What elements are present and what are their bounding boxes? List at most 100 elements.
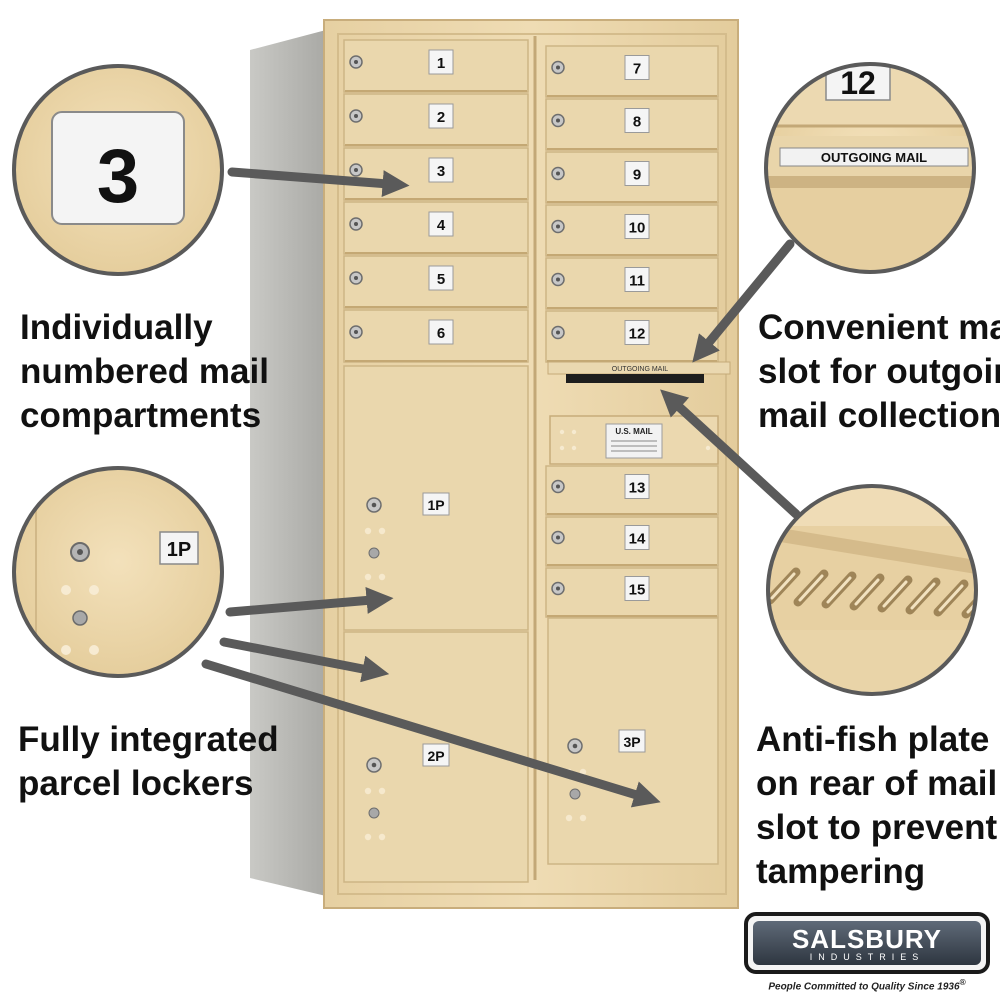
door-number: 10 (629, 220, 646, 237)
lock-icon[interactable] (551, 166, 565, 181)
parcel-label: 2P (427, 748, 444, 764)
door-number-plate (624, 267, 650, 292)
door-number: 12 (629, 326, 646, 343)
door-number: 4 (437, 217, 446, 234)
mail-door[interactable]: 4 (343, 201, 529, 255)
parcel-locker-door[interactable]: 1P (343, 365, 529, 631)
zoom-callout-door-number: 3 (12, 64, 224, 276)
zoom-outgoing-label-text: OUTGOING MAIL (821, 150, 927, 165)
door-number: 15 (629, 582, 646, 599)
door-number-plate (624, 525, 650, 550)
door-number: 5 (437, 271, 445, 288)
lock-icon[interactable] (551, 272, 565, 287)
logo-tagline: People Committed to Quality Since 1936® (768, 977, 966, 993)
door-number-plate (428, 103, 454, 129)
door-number-plate (428, 319, 454, 345)
door-number-plate (428, 49, 454, 75)
lock-icon[interactable] (551, 219, 565, 234)
door-number: 3 (437, 163, 445, 180)
parcel-label: 3P (623, 734, 640, 750)
usps-access-door: U.S. MAIL (549, 415, 719, 465)
mail-door[interactable]: 1 (343, 39, 529, 93)
parcel-label: 1P (427, 497, 444, 513)
door-number-plate (624, 320, 650, 345)
zoom-number-plate (51, 111, 185, 225)
mail-door[interactable]: 5 (343, 255, 529, 309)
door-number-plate (624, 55, 650, 80)
outgoing-mail-slot[interactable]: OUTGOING MAIL (547, 361, 731, 383)
parcel-label-plate (618, 729, 646, 753)
mail-door[interactable]: 13 (545, 465, 719, 516)
door-number-plate (624, 108, 650, 133)
zoom-parcel-label-text: 1P (167, 539, 191, 561)
door-number: 13 (629, 480, 646, 497)
caption-parcel-lockers: Fully integrated parcel lockers (18, 720, 279, 803)
mail-door[interactable]: 9 (545, 151, 719, 204)
parcel-lock-icon[interactable] (567, 738, 583, 754)
door-number-plate (624, 474, 650, 499)
zoom-number-text: 3 (97, 134, 139, 219)
zoom-door-number-text: 12 (840, 65, 876, 101)
door-number: 9 (633, 167, 641, 184)
mail-door[interactable]: 8 (545, 98, 719, 151)
arrow-to-door-number (227, 167, 410, 198)
lock-icon[interactable] (551, 479, 565, 494)
arrow-to-outgoing-slot (692, 239, 795, 363)
door-number-plate (624, 576, 650, 601)
usps-label-text: U.S. MAIL (615, 427, 652, 436)
lock-icon[interactable] (551, 530, 565, 545)
caption-outgoing-slot: Convenient mail slot for outgoing mail c… (758, 308, 1000, 435)
parcel-label-plate (422, 743, 450, 767)
door-number: 7 (633, 61, 641, 78)
mail-door[interactable]: 6 (343, 309, 529, 363)
parcel-lock-icon[interactable] (366, 497, 382, 513)
mailbox-inner-bezel (337, 33, 727, 895)
arrow-to-parcel-3p (201, 659, 661, 808)
mail-door[interactable]: 12 (545, 310, 719, 363)
salsbury-logo: SALSBURY INDUSTRIES (744, 912, 990, 974)
door-number: 2 (437, 109, 445, 126)
door-number-plate (428, 211, 454, 237)
doors-right-column: 7 8 9 10 11 12 (545, 45, 719, 363)
zoom-callout-outgoing-slot: 12 OUTGOING MAIL (764, 62, 976, 274)
mail-door[interactable]: 11 (545, 257, 719, 310)
arrow-to-anti-fish-plate (660, 389, 801, 519)
logo-subtitle: INDUSTRIES (809, 952, 925, 962)
lock-icon[interactable] (349, 271, 363, 285)
mail-door[interactable]: 3 (343, 147, 529, 201)
lock-icon[interactable] (551, 325, 565, 340)
mail-door[interactable]: 10 (545, 204, 719, 257)
outgoing-mail-slot-label: OUTGOING MAIL (612, 366, 669, 373)
arrow-to-parcel-1p (225, 587, 394, 617)
lock-icon[interactable] (349, 325, 363, 339)
mail-door[interactable]: 7 (545, 45, 719, 98)
logo-name: SALSBURY (791, 924, 943, 954)
door-number: 1 (437, 55, 445, 72)
lock-icon[interactable] (551, 113, 565, 128)
lock-icon[interactable] (349, 217, 363, 231)
door-number-plate (428, 265, 454, 291)
door-number: 11 (629, 273, 645, 290)
door-number-plate (428, 157, 454, 183)
lock-icon[interactable] (551, 581, 565, 596)
parcel-lock-icon[interactable] (366, 757, 382, 773)
lock-icon[interactable] (349, 55, 363, 69)
doors-lower-right-column: 13 14 15 (545, 465, 719, 618)
arrow-to-parcel-2p (219, 637, 390, 683)
mail-door[interactable]: 14 (545, 516, 719, 567)
lock-icon[interactable] (349, 109, 363, 123)
lock-icon[interactable] (349, 163, 363, 177)
mail-door[interactable]: 2 (343, 93, 529, 147)
lock-icon[interactable] (551, 60, 565, 75)
caption-numbered-compartments: Individually numbered mail compartments (20, 308, 269, 435)
zoom-callout-parcel-locker: 1P (12, 466, 224, 678)
parcel-label-plate (422, 492, 450, 516)
doors-left-column: 1 2 3 4 5 6 (343, 39, 529, 363)
door-number: 6 (437, 325, 445, 342)
mail-door[interactable]: 15 (545, 567, 719, 618)
callout-arrows (201, 167, 801, 808)
zoom-outgoing-label-plate (779, 147, 969, 167)
caption-anti-fish-plate: Anti-fish plate on rear of mail slot to … (756, 720, 998, 891)
parcel-locker-door[interactable]: 3P (547, 617, 719, 865)
